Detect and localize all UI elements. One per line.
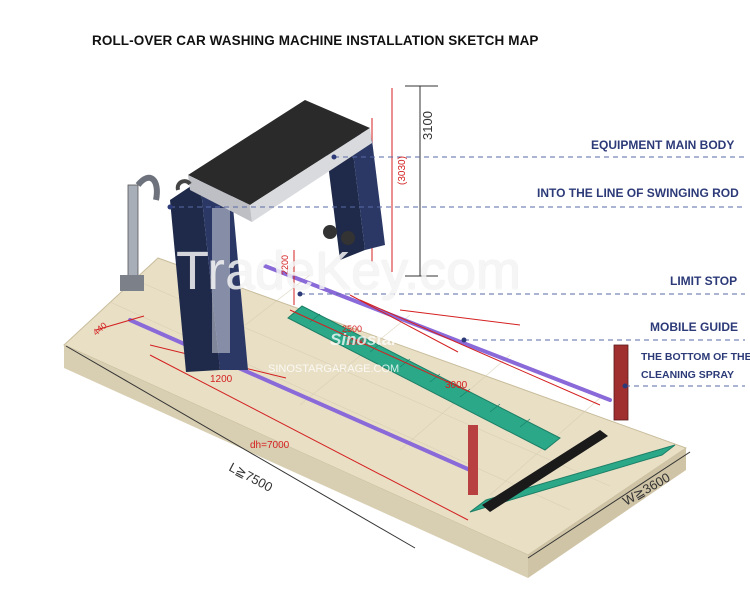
dim-offset-1200: 1200 xyxy=(210,374,233,385)
left-support-post xyxy=(120,174,160,291)
callout-limit-stop: LIMIT STOP xyxy=(670,274,738,288)
limit-bar xyxy=(482,430,608,512)
callout-equipment-main-body: EQUIPMENT MAIN BODY xyxy=(591,138,735,152)
dim-height-total: 3100 xyxy=(420,111,435,140)
tradekey-watermark: TradeKey.com xyxy=(176,241,522,301)
dim-dh: dh=7000 xyxy=(250,440,290,451)
dim-height-inner: (3030) xyxy=(397,156,408,185)
brand-site: SINOSTARGARAGE.COM xyxy=(268,363,399,375)
dim-length: L≧7500 xyxy=(227,459,276,494)
brand-watermark: Sinostar SINOSTARGARAGE.COM xyxy=(268,330,399,375)
dim-track-width: 3300 xyxy=(346,337,366,347)
right-support-post xyxy=(468,344,629,495)
callout-swinging-rod: INTO THE LINE OF SWINGING ROD xyxy=(537,186,739,200)
callout-cleaning-spray-line2: CLEANING SPRAY xyxy=(641,369,734,381)
drainage-grate xyxy=(287,305,676,513)
dim-width-top: 2500 xyxy=(342,324,362,334)
equipment-main-body xyxy=(170,100,385,372)
brand-name: Sinostar xyxy=(330,330,399,349)
diagram-title: ROLL-OVER CAR WASHING MACHINE INSTALLATI… xyxy=(92,33,539,48)
callout-mobile-guide: MOBILE GUIDE xyxy=(650,320,739,334)
callout-cleaning-spray-line1: THE BOTTOM OF THE xyxy=(641,351,750,363)
platform xyxy=(63,257,688,578)
callout-leader-lines xyxy=(170,156,745,387)
dim-height-lower: 2200 xyxy=(280,255,290,275)
dim-track-length: 3000 xyxy=(445,380,468,391)
